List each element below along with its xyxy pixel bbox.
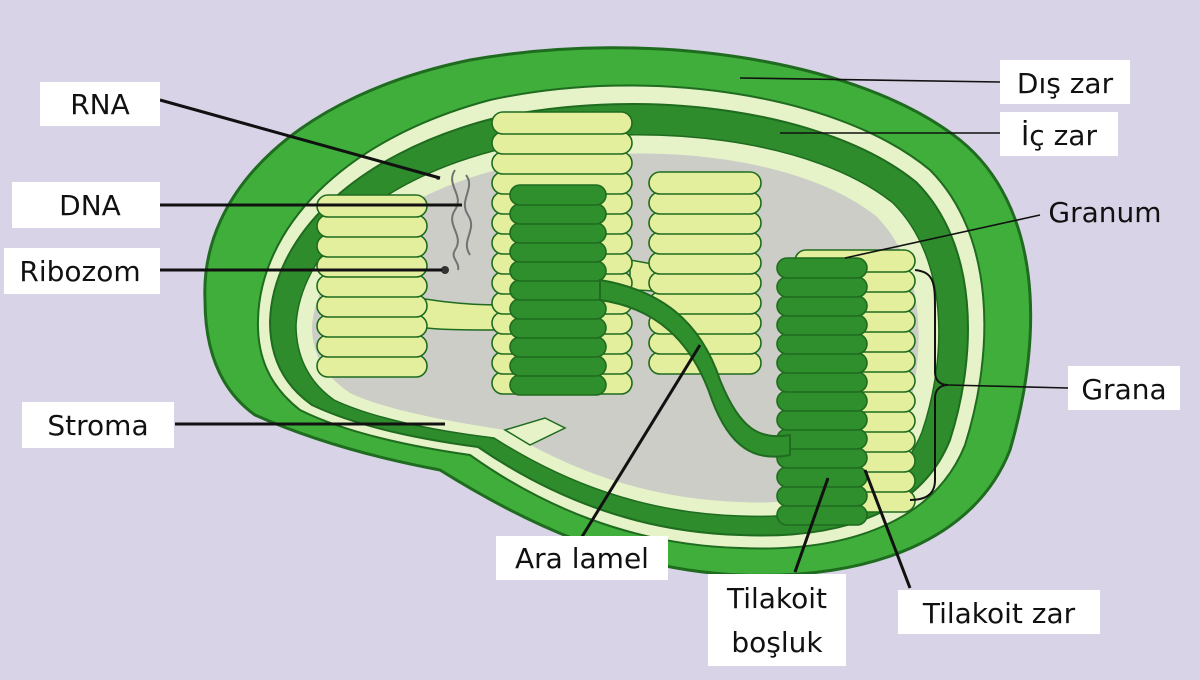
- thylakoid-disc: [316, 274, 428, 298]
- granum-mid-right: [648, 171, 762, 375]
- leader-lines: [159, 77, 1069, 589]
- thylakoid-disc: [648, 171, 762, 195]
- thylakoid-disc: [491, 111, 633, 135]
- thylakoid-disc: [776, 257, 868, 279]
- granum-left: [316, 194, 428, 378]
- granum-label: Granum: [1048, 196, 1161, 229]
- thylakoid-disc: [509, 374, 607, 396]
- thylakoid-disc: [776, 409, 868, 431]
- tilakoit-bosluk-label-1: Tilakoit: [726, 582, 827, 615]
- thylakoid-disc: [509, 355, 607, 377]
- thylakoid-disc: [491, 151, 633, 175]
- ribosome-dot: [441, 266, 449, 274]
- thylakoid-disc: [776, 295, 868, 317]
- leader-tilakoit-bosluk: [793, 477, 830, 573]
- tilakoit-zar-label-bg: [898, 590, 1100, 634]
- thylakoid-disc: [776, 504, 868, 526]
- thylakoid-disc: [648, 211, 762, 235]
- thylakoid-disc: [776, 466, 868, 488]
- thylakoid-disc: [776, 352, 868, 374]
- thylakoid-disc: [316, 294, 428, 318]
- tilakoit-bosluk-label-2: boşluk: [731, 626, 823, 659]
- tilakoit-zar-label: Tilakoit zar: [922, 597, 1076, 630]
- dis-zar-label: Dış zar: [1017, 67, 1114, 100]
- thylakoid-disc: [316, 354, 428, 378]
- ribozom-label: Ribozom: [19, 255, 140, 288]
- thylakoid-disc: [316, 334, 428, 358]
- thylakoid-disc: [776, 390, 868, 412]
- dna-strand: [451, 169, 460, 271]
- leader-tilakoit-zar: [863, 469, 912, 589]
- thylakoid-disc: [776, 276, 868, 298]
- thylakoid-disc: [509, 241, 607, 263]
- ara-lamel-label: Ara lamel: [515, 542, 649, 575]
- thylakoid-disc: [316, 314, 428, 338]
- granum-cut-left: [509, 184, 607, 396]
- stroma-label-bg: [22, 402, 174, 448]
- leader-ara-lamel: [578, 344, 702, 541]
- thylakoid-disc: [648, 191, 762, 215]
- grana-label-bg: [1068, 366, 1180, 410]
- thylakoid-disc: [648, 271, 762, 295]
- ribozom-label-bg: [4, 248, 160, 294]
- dna-label-bg: [12, 182, 160, 228]
- thylakoid-disc: [509, 203, 607, 225]
- dna-strand-2: [463, 174, 473, 256]
- ara-lamel-label-bg: [496, 536, 668, 580]
- thylakoid-disc: [509, 317, 607, 339]
- leader-dis-zar: [739, 77, 1001, 83]
- grana-label: Grana: [1081, 373, 1166, 406]
- thylakoid-disc: [316, 254, 428, 278]
- stroma-label: Stroma: [47, 409, 148, 442]
- leader-granum: [844, 214, 1041, 259]
- dna-label: DNA: [59, 189, 121, 222]
- leader-rna: [159, 98, 441, 180]
- thylakoid-disc: [509, 336, 607, 358]
- thylakoid-disc: [776, 371, 868, 393]
- thylakoid-disc: [776, 314, 868, 336]
- leader-grana: [947, 384, 1069, 389]
- ic-zar-label: İç zar: [1021, 119, 1097, 152]
- thylakoid-disc: [509, 298, 607, 320]
- thylakoid-disc: [509, 184, 607, 206]
- thylakoid-disc: [776, 333, 868, 355]
- thylakoid-disc: [648, 231, 762, 255]
- ic-zar-label-bg: [1000, 112, 1118, 156]
- cutaway-notch: [503, 417, 567, 446]
- rna-label: RNA: [70, 88, 130, 121]
- rna-label-bg: [40, 82, 160, 126]
- thylakoid-disc: [648, 251, 762, 275]
- thylakoid-disc: [491, 131, 633, 155]
- dis-zar-label-bg: [1000, 60, 1130, 104]
- granum-cut-right: [776, 257, 868, 526]
- intergranal-lamella: [599, 278, 791, 458]
- tilakoit-bosluk-label-bg: [708, 574, 846, 666]
- thylakoid-disc: [316, 214, 428, 238]
- thylakoid-disc: [509, 260, 607, 282]
- thylakoid-disc: [509, 222, 607, 244]
- thylakoid-disc: [509, 279, 607, 301]
- thylakoid-disc: [316, 234, 428, 258]
- labels: RNA DNA Ribozom Stroma Dış zar İç zar Gr…: [4, 60, 1180, 666]
